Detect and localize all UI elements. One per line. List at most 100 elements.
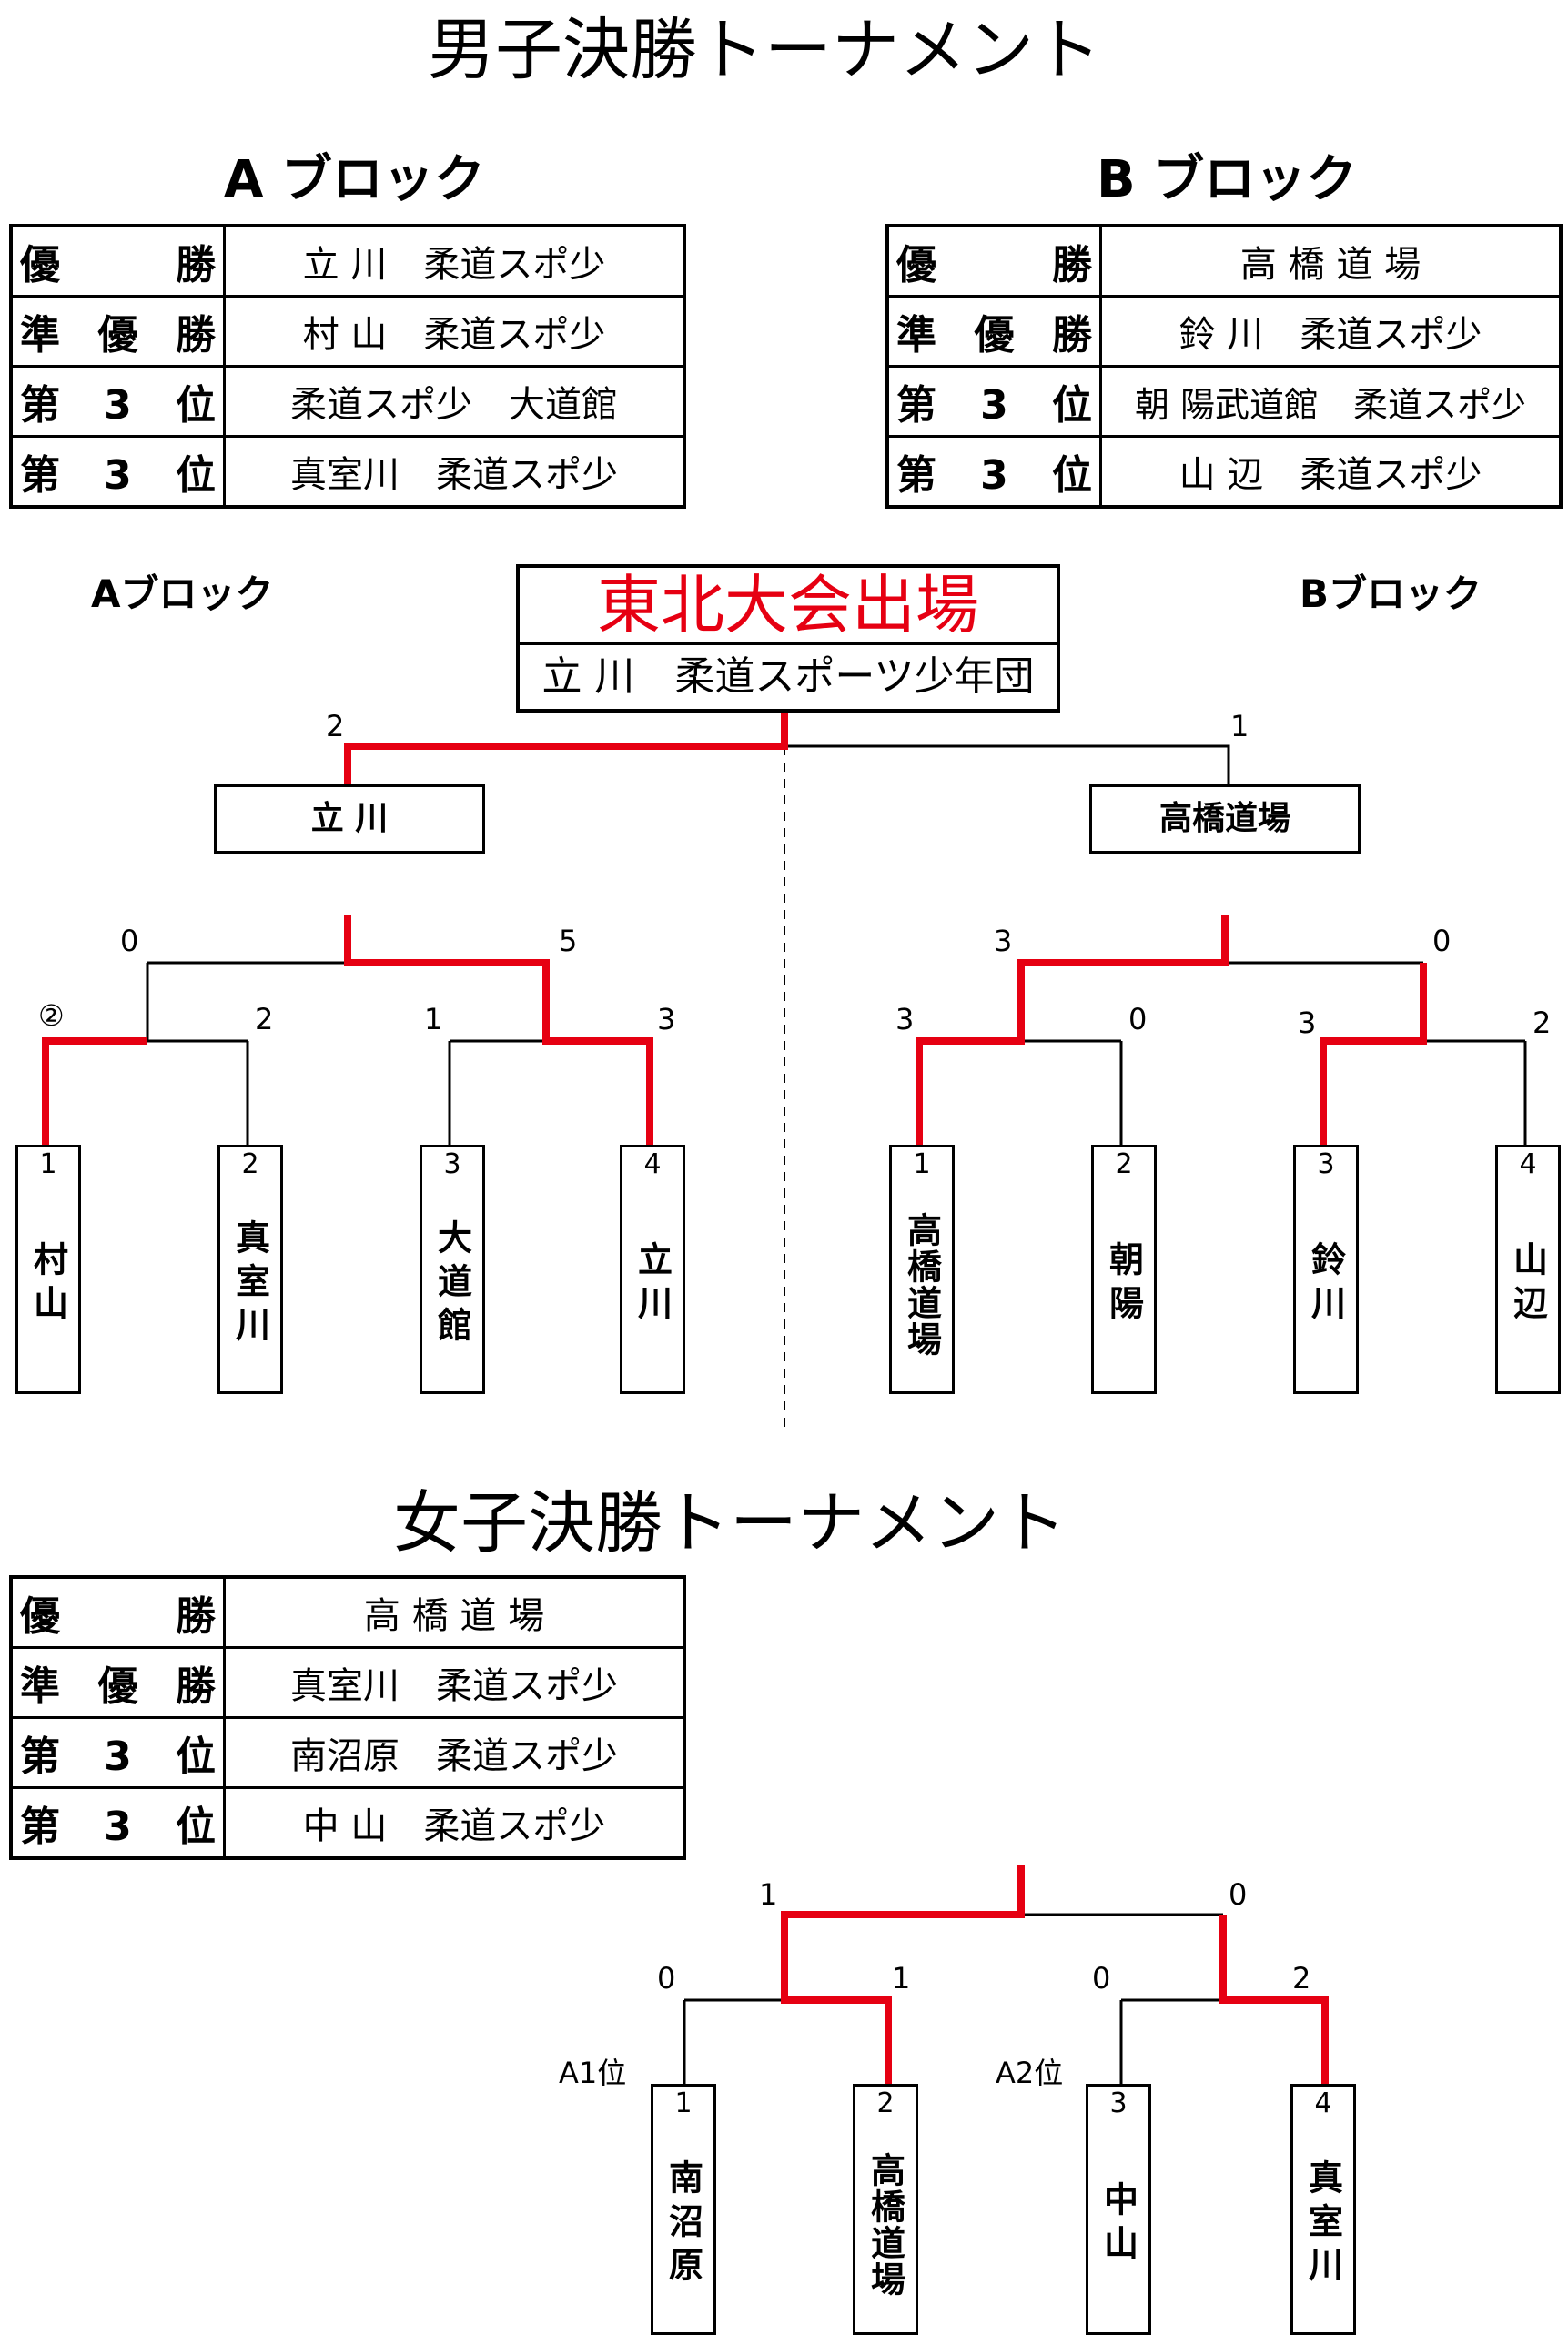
final-score-left: 2 [326, 709, 345, 743]
men-block-b-heading: B ブロック [1097, 150, 1358, 209]
result-value: 南沼原 柔道スポ少 [223, 1716, 686, 1789]
score: 0 [1092, 1961, 1111, 1996]
result-value: 柔道スポ少 大道館 [223, 365, 686, 438]
result-row: 準優勝 鈴 川 柔道スポ少 [885, 295, 1563, 368]
result-row: 第3位 柔道スポ少 大道館 [9, 365, 686, 438]
result-row: 第3位 朝 陽武道館 柔道スポ少 [885, 365, 1563, 438]
score: 0 [120, 924, 139, 958]
result-label: 第3位 [20, 1734, 216, 1780]
result-row: 優勝 立 川 柔道スポ少 [9, 224, 686, 298]
team-seed: 1 [39, 1148, 57, 1180]
score: 2 [1533, 1006, 1552, 1040]
tohoku-team: 立 川 柔道スポーツ少年団 [541, 653, 1035, 700]
result-label: 第3位 [20, 452, 216, 499]
men-a-bracket-lines [146, 961, 546, 1145]
score: 3 [895, 1002, 915, 1036]
men-tournament-title: 男子決勝トーナメント [428, 11, 1101, 89]
team-seed: 2 [1115, 1148, 1133, 1180]
score: 3 [1298, 1006, 1317, 1040]
score: 2 [255, 1002, 274, 1036]
result-value: 村 山 柔道スポ少 [223, 295, 686, 368]
team-seed: 2 [876, 2087, 895, 2119]
team-box: 2 朝陽 [1091, 1145, 1157, 1394]
result-label: 第3位 [20, 382, 216, 429]
result-label: 第3位 [20, 1804, 216, 1850]
team-box: 4 立川 [620, 1145, 685, 1394]
team-box: 3 大道館 [420, 1145, 485, 1394]
result-label: 第3位 [896, 452, 1092, 499]
score: 0 [657, 1961, 676, 1996]
result-row: 優勝 高 橋 道 場 [885, 224, 1563, 298]
men-finalist-b: 高橋道場 [1089, 784, 1361, 854]
men-b-bracket-lines [1021, 961, 1527, 1145]
men-bracket-b-label: Bブロック [1300, 571, 1482, 616]
team-name: 山辺 [1507, 1241, 1548, 1329]
women-winner-path [781, 1865, 1329, 2108]
team-name: 村山 [27, 1241, 68, 1329]
team-seed: 3 [1109, 2087, 1128, 2119]
team-name: 大道館 [431, 1219, 472, 1350]
team-box: 1 村山 [15, 1145, 81, 1394]
result-row: 第3位 真室川 柔道スポ少 [9, 435, 686, 509]
result-label: 優勝 [896, 242, 1092, 288]
result-row: 優勝 高 橋 道 場 [9, 1575, 686, 1649]
men-finalist-a: 立 川 [214, 784, 485, 854]
result-value: 朝 陽武道館 柔道スポ少 [1099, 365, 1563, 438]
men-final-lines [784, 744, 1230, 784]
result-value: 高 橋 道 場 [223, 1575, 686, 1649]
result-value: 山 辺 柔道スポ少 [1099, 435, 1563, 509]
team-box: 3 鈴川 [1293, 1145, 1359, 1394]
team-name: 高橋道場 [901, 1212, 942, 1358]
women-results-table: 優勝 高 橋 道 場 準優勝 真室川 柔道スポ少 第3位 南沼原 柔道スポ少 第… [9, 1575, 686, 1860]
team-box: 4 真室川 [1290, 2084, 1356, 2335]
tohoku-title: 東北大会出場 [520, 568, 1057, 645]
score: 0 [1432, 924, 1452, 958]
result-label: 優勝 [20, 1593, 216, 1640]
result-row: 準優勝 真室川 柔道スポ少 [9, 1646, 686, 1719]
score: 3 [994, 924, 1013, 958]
team-name: 真室川 [1302, 2159, 1343, 2290]
team-name: 真室川 [229, 1219, 270, 1350]
score: 1 [424, 1002, 443, 1036]
result-value: 立 川 柔道スポ少 [223, 224, 686, 298]
men-a-winner-path [42, 915, 653, 1145]
result-label: 準優勝 [20, 1663, 216, 1710]
result-value: 中 山 柔道スポ少 [223, 1786, 686, 1860]
team-box: 1 高橋道場 [889, 1145, 955, 1394]
score: 2 [1292, 1961, 1311, 1996]
team-name: 高橋道場 [865, 2152, 905, 2298]
team-name: 中山 [1098, 2181, 1138, 2269]
result-value: 鈴 川 柔道スポ少 [1099, 295, 1563, 368]
team-box: 1 南沼原 [651, 2084, 716, 2335]
team-name: 朝陽 [1103, 1241, 1144, 1329]
team-seed: 4 [1519, 1148, 1537, 1180]
tohoku-qualifier-box: 東北大会出場 立 川 柔道スポーツ少年団 [516, 564, 1060, 713]
team-seed: 3 [443, 1148, 461, 1180]
result-row: 第3位 山 辺 柔道スポ少 [885, 435, 1563, 509]
result-row: 第3位 南沼原 柔道スポ少 [9, 1716, 686, 1789]
team-box: 3 中山 [1086, 2084, 1151, 2335]
women-tournament-title: 女子決勝トーナメント [393, 1484, 1067, 1562]
result-value: 真室川 柔道スポ少 [223, 1646, 686, 1719]
women-bracket-lines [683, 1913, 1223, 2108]
team-name: 立川 [632, 1241, 673, 1329]
score: 1 [759, 1877, 778, 1912]
score: ② [38, 998, 65, 1033]
team-seed: 3 [1317, 1148, 1335, 1180]
men-block-a-heading: A ブロック [224, 150, 485, 209]
result-value: 高 橋 道 場 [1099, 224, 1563, 298]
seed-note: A1位 [559, 2056, 627, 2090]
result-row: 第3位 中 山 柔道スポ少 [9, 1786, 686, 1860]
result-row: 準優勝 村 山 柔道スポ少 [9, 295, 686, 368]
team-box: 2 真室川 [217, 1145, 283, 1394]
team-name: 南沼原 [663, 2159, 703, 2290]
result-label: 第3位 [896, 382, 1092, 429]
team-name: 鈴川 [1305, 1241, 1346, 1329]
result-label: 優勝 [20, 242, 216, 288]
team-seed: 2 [241, 1148, 259, 1180]
men-b-winner-path [916, 915, 1427, 1145]
team-box: 4 山辺 [1495, 1145, 1561, 1394]
men-block-b-results-table: 優勝 高 橋 道 場 準優勝 鈴 川 柔道スポ少 第3位 朝 陽武道館 柔道スポ… [885, 224, 1563, 509]
score: 5 [559, 924, 578, 958]
